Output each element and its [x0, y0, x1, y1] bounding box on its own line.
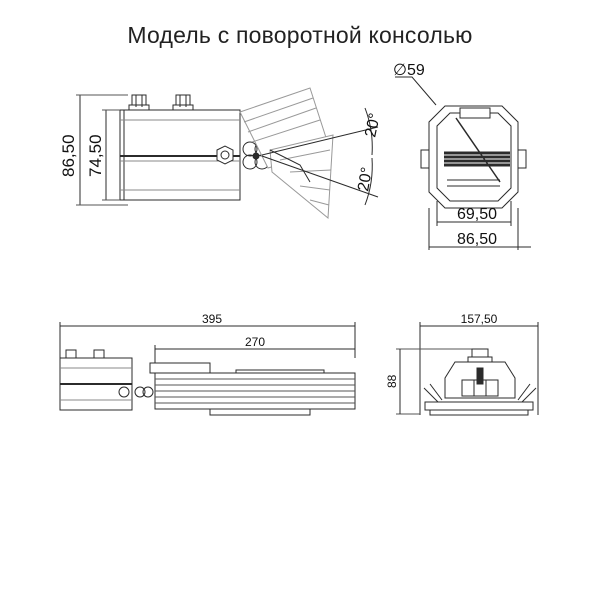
front-view	[396, 322, 539, 416]
dim-width-outer: 86,50	[457, 231, 497, 248]
dim-front-height: 88	[385, 374, 399, 388]
dim-diameter: ∅59	[393, 62, 425, 79]
dim-body-length: 270	[245, 335, 265, 349]
bracket-side-view	[76, 87, 379, 220]
dim-total-length: 395	[202, 312, 222, 326]
dim-height-outer: 86,50	[59, 134, 78, 177]
dim-front-width: 157,50	[461, 312, 498, 326]
dim-height-inner: 74,50	[86, 134, 105, 177]
dim-width-inner: 69,50	[457, 206, 497, 223]
full-side-view	[59, 322, 356, 416]
dim-angle-up: 20°	[362, 112, 384, 139]
page-title: Модель с поворотной консолью	[127, 22, 473, 48]
end-view	[395, 76, 531, 250]
dim-angle-down: 20°	[355, 166, 376, 193]
